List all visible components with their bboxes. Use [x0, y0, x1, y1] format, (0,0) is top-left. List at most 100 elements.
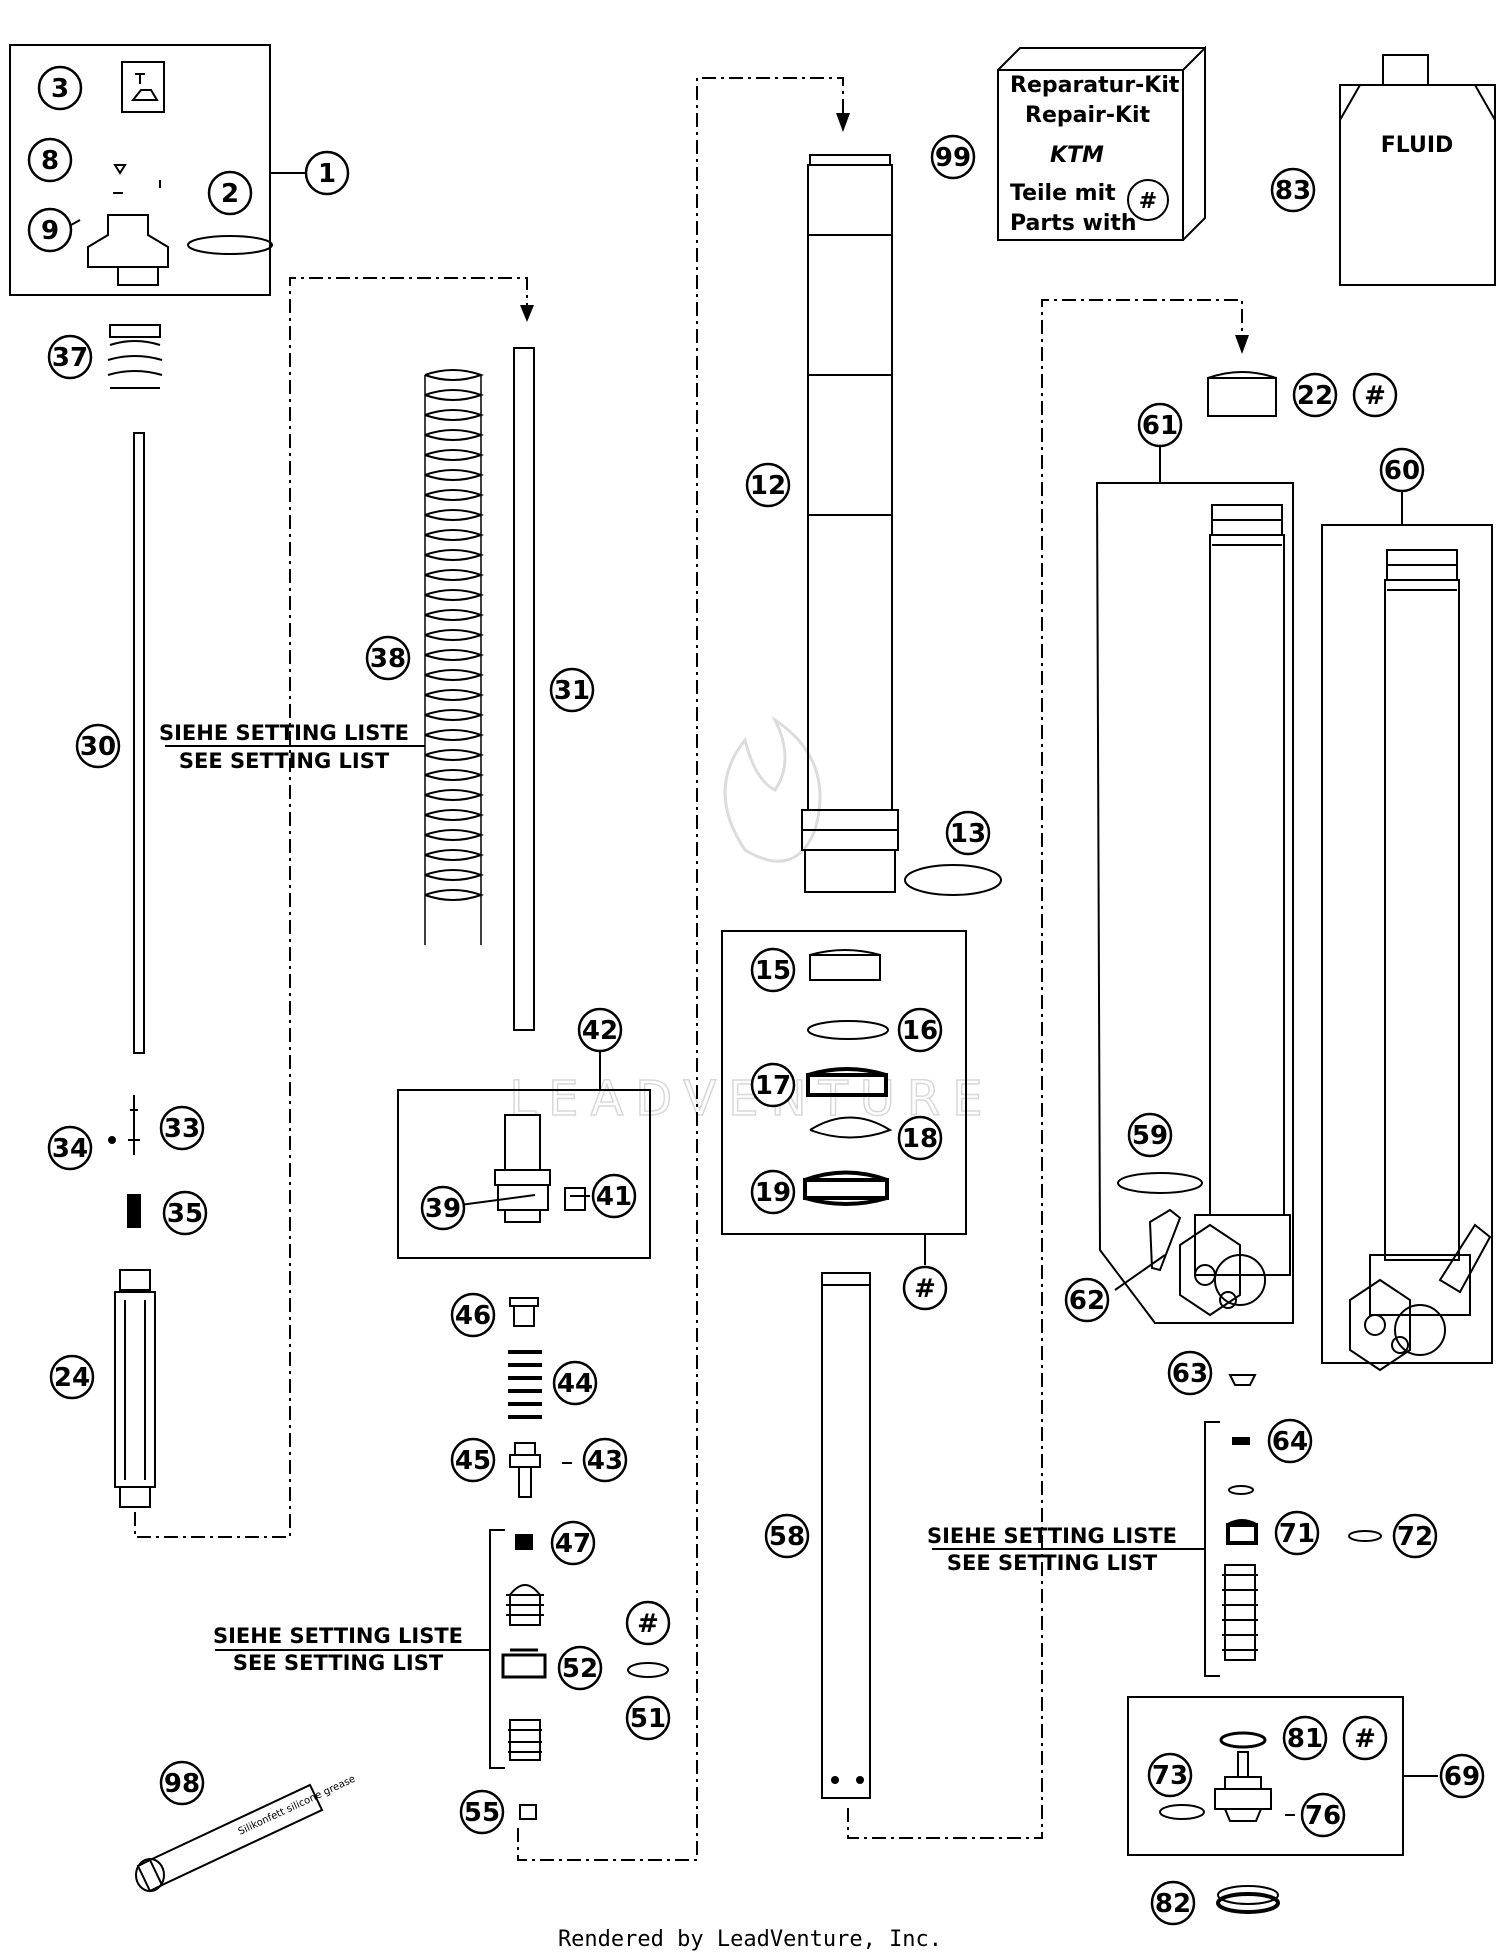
callout-number: 12 [750, 471, 786, 501]
callout-number: 46 [455, 1301, 491, 1331]
part-45-icon [509, 1442, 541, 1498]
callout-37: 37 [47, 334, 93, 380]
callout-98: 98 [159, 1760, 205, 1806]
callout-1: 1 [304, 150, 350, 196]
callout-59: 59 [1127, 1112, 1173, 1158]
callout-circle [1150, 1880, 1196, 1926]
callout-circle [162, 1190, 208, 1236]
callout-number: 30 [80, 732, 116, 762]
ktm-logo: KTM [1050, 143, 1104, 168]
callout-circle [1127, 1112, 1173, 1158]
callout-number: 52 [562, 1654, 598, 1684]
callout-52: 52 [557, 1645, 603, 1691]
callout-circle [1300, 1792, 1346, 1838]
part-13-oring-icon [904, 864, 1002, 896]
callout-12: 12 [745, 462, 791, 508]
part-31-tube-icon [513, 347, 535, 1031]
callout-circle [750, 1062, 796, 1108]
callout-circle [745, 462, 791, 508]
callout-number: 3 [51, 74, 69, 104]
part-61-fork-leg-icon [1179, 504, 1291, 1317]
part-3-nut-icon [130, 73, 159, 101]
callout-number: 71 [1279, 1519, 1315, 1549]
part-82-icon [1216, 1892, 1280, 1914]
part-41-icon [564, 1187, 586, 1211]
callout-circle [1352, 372, 1398, 418]
callout-number: 2 [221, 179, 239, 209]
callout-51: 51 [625, 1695, 671, 1741]
callout-circle [27, 207, 73, 253]
callout-circle [1439, 1753, 1485, 1799]
callout-circle [450, 1437, 496, 1483]
callout-circle [930, 134, 976, 180]
callout-circle [37, 65, 83, 111]
callout-22: 22 [1292, 372, 1338, 418]
part-15-icon [809, 949, 881, 981]
svg-text:Reparatur-Kit: Reparatur-Kit [1010, 73, 1180, 98]
part-83-fluid-bottle-icon [1339, 54, 1496, 286]
part-12-outer-tube-icon [801, 154, 899, 893]
callout-number: 72 [1397, 1522, 1433, 1552]
callout-circle [1147, 1752, 1193, 1798]
part-52-icon [501, 1648, 547, 1679]
part-64-icon [1232, 1437, 1250, 1445]
svg-text:SEE SETTING LIST: SEE SETTING LIST [947, 1551, 1158, 1575]
callout-81: 81 [1282, 1715, 1328, 1761]
callout-99: 99 [930, 134, 976, 180]
svg-text:#: # [1139, 189, 1157, 214]
svg-text:SIEHE SETTING LISTE: SIEHE SETTING LISTE [159, 721, 409, 745]
box-group-60 [1321, 524, 1493, 1364]
callout-19: 19 [750, 1169, 796, 1215]
callout-circle [1282, 1715, 1328, 1761]
svg-text:Repair-Kit: Repair-Kit [1025, 103, 1151, 128]
callout-number: 82 [1155, 1889, 1191, 1919]
part-63-icon [1228, 1374, 1257, 1386]
callout-circle [902, 1265, 948, 1311]
callout-circle [625, 1695, 671, 1741]
callout-35: 35 [162, 1190, 208, 1236]
callout-circle [47, 1125, 93, 1171]
callout-55: 55 [459, 1789, 505, 1835]
callout-circle [1342, 1715, 1388, 1761]
callout-number: 69 [1444, 1762, 1480, 1792]
callout-circle [450, 1292, 496, 1338]
callout-34: 34 [47, 1125, 93, 1171]
arrow-heads [520, 113, 1249, 354]
part-37-icon [107, 324, 163, 389]
callout-number: 42 [582, 1016, 618, 1046]
callout-circle [591, 1173, 637, 1219]
callout-number: 15 [755, 956, 791, 986]
callout-18: 18 [897, 1115, 943, 1161]
setting-list-mid: SIEHE SETTING LISTE SEE SETTING LIST [213, 1624, 463, 1675]
repair-kit-text: Reparatur-Kit Repair-Kit KTM Teile mit P… [1010, 73, 1180, 236]
part-73-icon [1159, 1804, 1205, 1820]
callout-number: 18 [902, 1124, 938, 1154]
bracket-valve-stack [489, 1529, 505, 1769]
callout-number: 24 [54, 1363, 90, 1393]
callout-number: 16 [902, 1016, 938, 1046]
callout-number: 51 [630, 1704, 666, 1734]
part-99-repair-kit-box [997, 45, 1206, 241]
callout-82: 82 [1150, 1880, 1196, 1926]
callout-number: 45 [455, 1446, 491, 1476]
setting-list-left: SIEHE SETTING LISTE SEE SETTING LIST [159, 721, 425, 773]
callout-61: 61 [1137, 402, 1183, 448]
callout-73: 73 [1147, 1752, 1193, 1798]
callout-number: 8 [41, 146, 59, 176]
callout-number: # [1364, 381, 1386, 411]
callout-circle [159, 1760, 205, 1806]
callout-hash: # [1352, 372, 1398, 418]
callout-71: 71 [1274, 1510, 1320, 1556]
callout-64: 64 [1267, 1418, 1313, 1464]
group-frames [9, 44, 1493, 1856]
callout-circle [49, 1354, 95, 1400]
callout-circle [577, 1007, 623, 1053]
callout-number: 43 [587, 1446, 623, 1476]
callout-circle [552, 1360, 598, 1406]
callout-circle [1274, 1510, 1320, 1556]
callout-number: 34 [52, 1134, 88, 1164]
bracket-rebound-stack [1204, 1421, 1220, 1677]
callout-number: 61 [1142, 411, 1178, 441]
part-shim-stack-icon [506, 1584, 544, 1626]
callout-15: 15 [750, 947, 796, 993]
